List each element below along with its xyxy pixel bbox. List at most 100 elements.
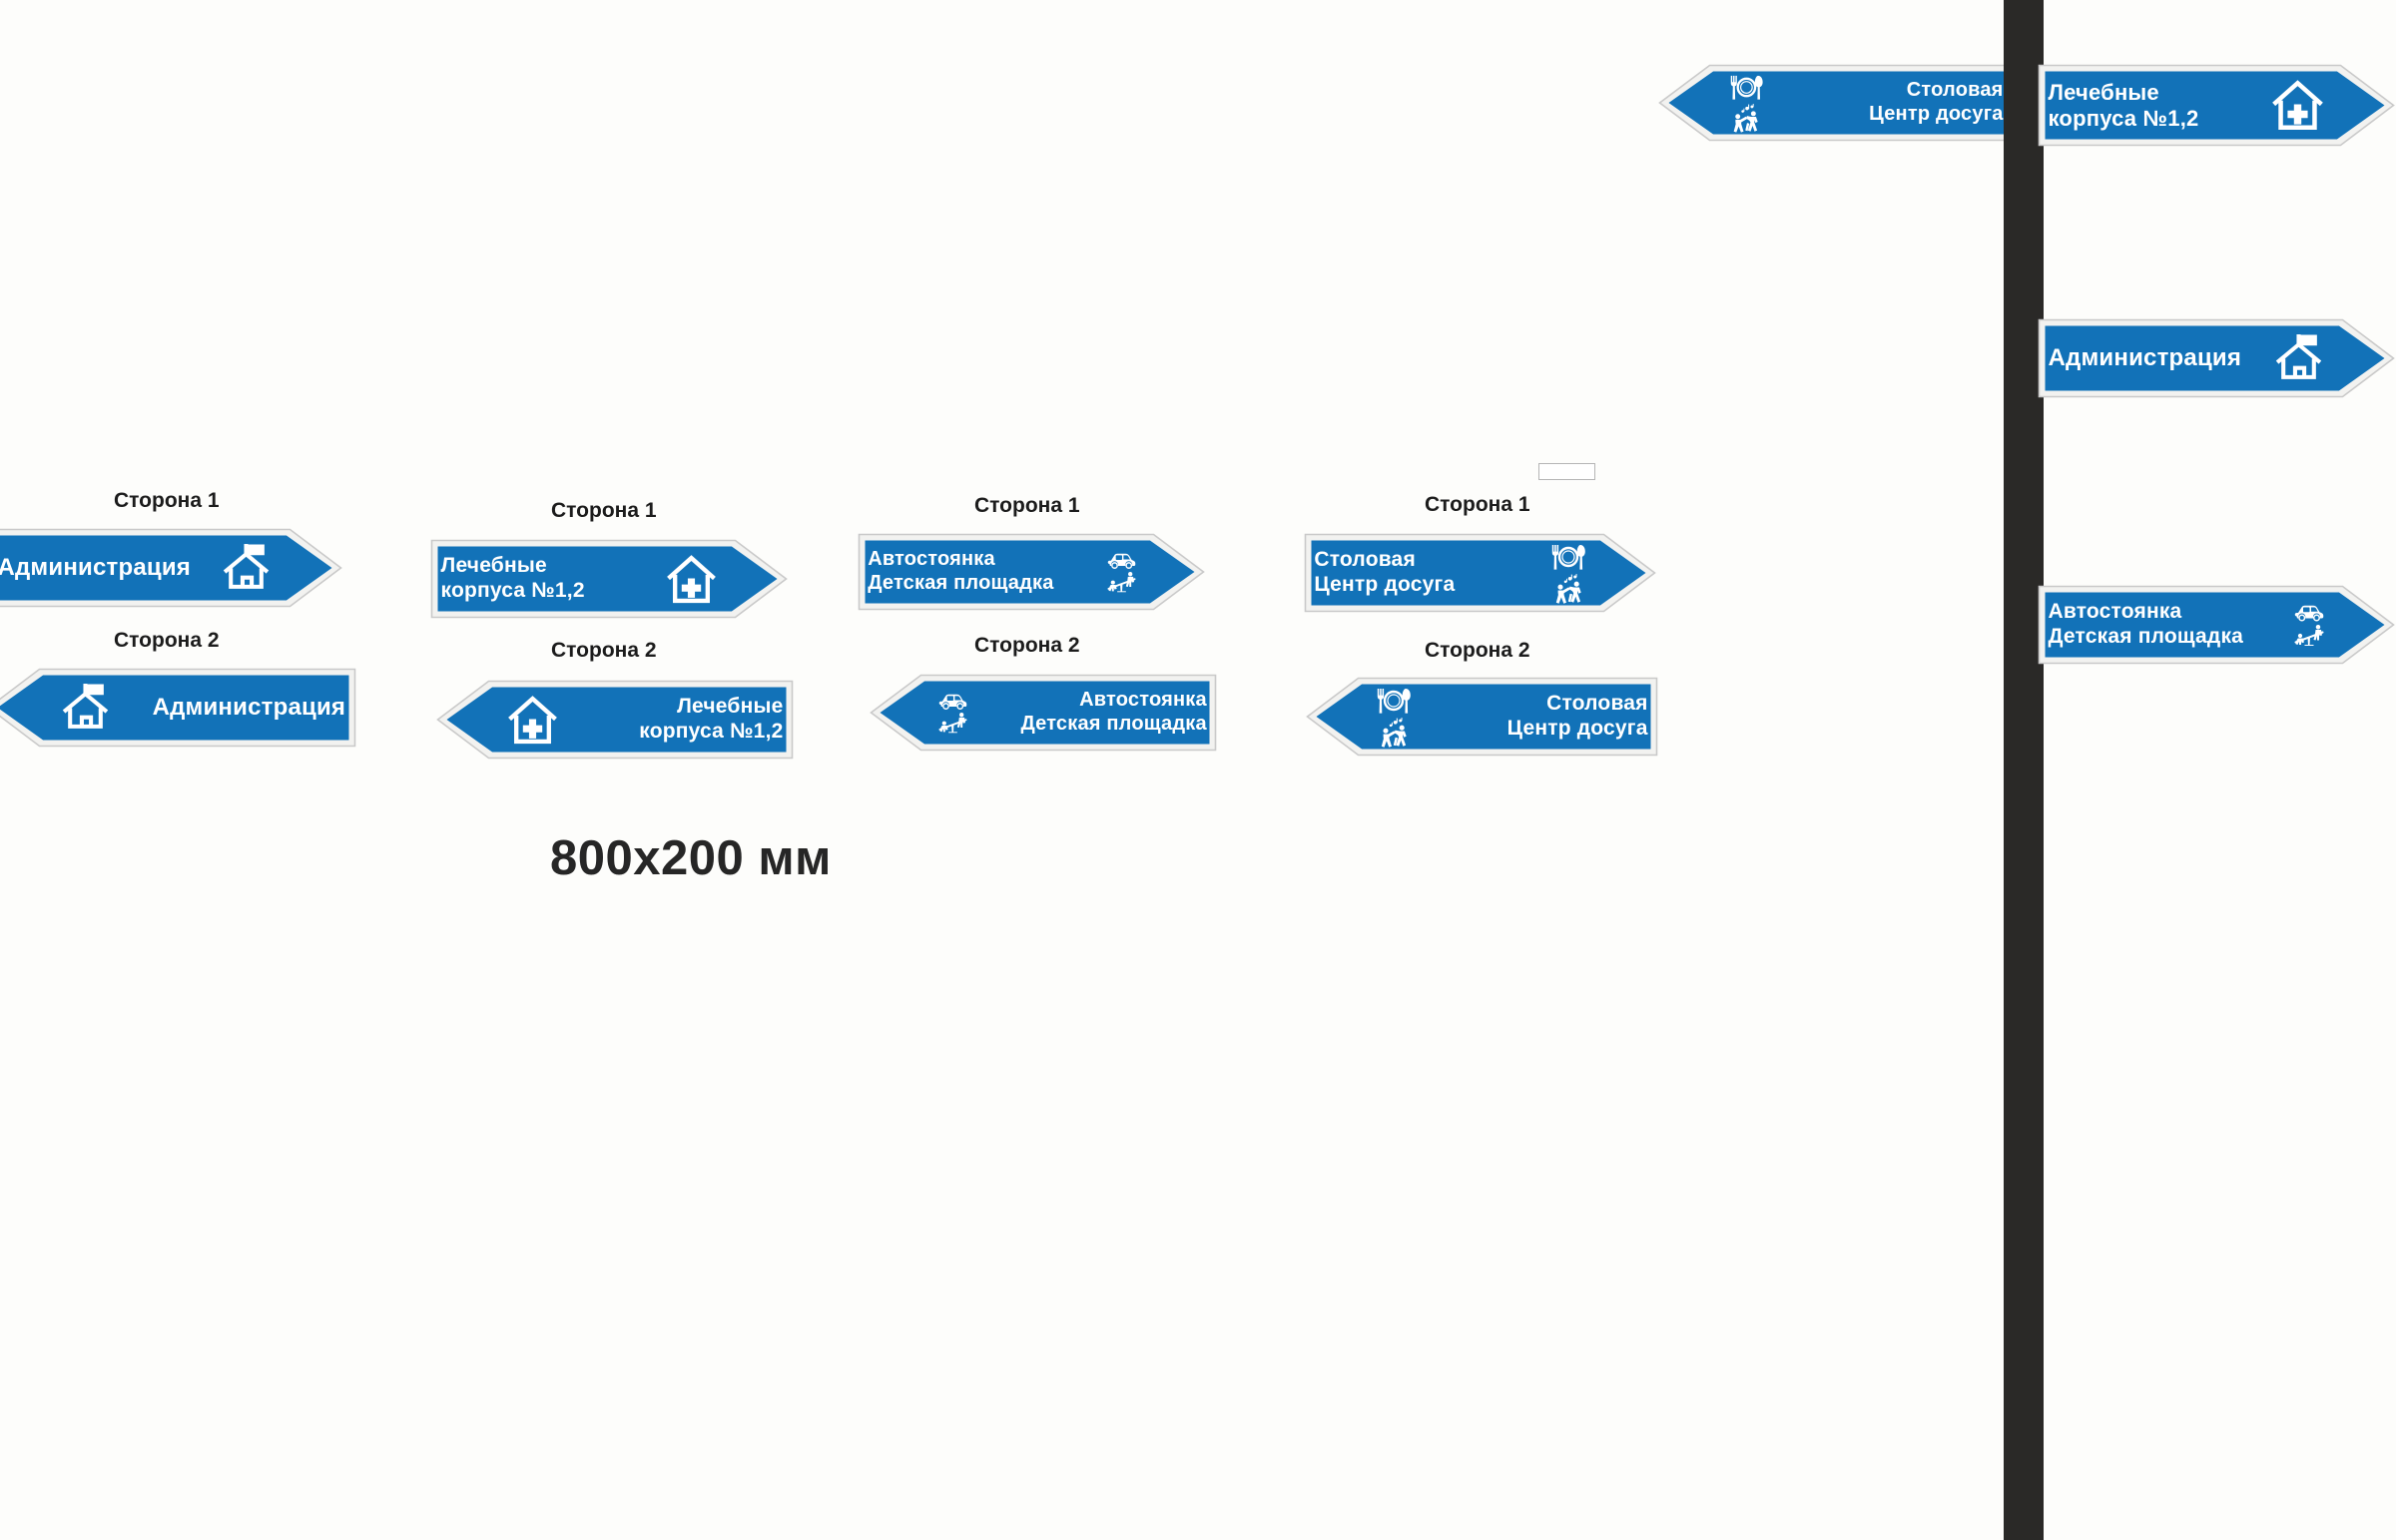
sign-text-line: корпуса №1,2 bbox=[440, 579, 585, 602]
hospital-house-cross-icon bbox=[666, 554, 717, 605]
sign-text-line: Детская площадка bbox=[868, 572, 1054, 594]
sign-text-line: Столовая bbox=[1546, 692, 1648, 716]
sign-text-line: Лечебные bbox=[2048, 79, 2159, 105]
sign-icon-group bbox=[1729, 73, 1764, 133]
playground-seesaw-icon bbox=[938, 712, 967, 734]
sign-text-line: Лечебные bbox=[677, 695, 784, 719]
sign-icon-group bbox=[2294, 604, 2324, 646]
caption-group3-side2: Сторона 2 bbox=[974, 634, 1080, 657]
sign-icon-group bbox=[2271, 79, 2324, 132]
car-icon bbox=[938, 693, 967, 711]
plate-fork-spoon-icon bbox=[1550, 542, 1586, 572]
sign-text-line: Автостоянка bbox=[868, 548, 995, 571]
caption-group2-side1: Сторона 1 bbox=[551, 499, 657, 522]
dancing-people-music-icon bbox=[1729, 104, 1762, 133]
sign-icon-group bbox=[60, 683, 111, 734]
sign-text-line: корпуса №1,2 bbox=[2048, 105, 2199, 131]
sign-arrow-shape bbox=[2037, 584, 2396, 666]
sign-text-line: Администрация bbox=[152, 693, 346, 721]
sign-icon-group bbox=[1550, 542, 1586, 604]
sign-text-block: Администрация bbox=[125, 694, 345, 722]
sign-icon-group bbox=[2273, 333, 2324, 384]
size-label: 800x200 мм bbox=[550, 831, 832, 885]
sign-text-block: Администрация bbox=[2049, 344, 2259, 372]
empty-placeholder-box bbox=[1538, 463, 1595, 480]
car-icon bbox=[1107, 552, 1136, 570]
caption-group4-side1: Сторона 1 bbox=[1425, 493, 1530, 516]
house-with-flag-icon bbox=[221, 543, 272, 594]
sign-text-line: Центр досуга bbox=[1314, 573, 1456, 596]
sign-content: Администрация bbox=[2037, 317, 2396, 399]
plate-fork-spoon-icon bbox=[1376, 686, 1412, 716]
hospital-house-cross-icon bbox=[2271, 79, 2324, 132]
sign-arrow-shape bbox=[869, 673, 1218, 753]
sign-icon-group bbox=[1107, 552, 1136, 593]
sign-text-line: Автостоянка bbox=[1079, 689, 1207, 712]
caption-group4-side2: Сторона 2 bbox=[1425, 639, 1530, 662]
sign-text-line: Центр досуга bbox=[1869, 103, 2004, 125]
sign-post bbox=[2004, 0, 2044, 1540]
sign-text-line: Лечебные bbox=[440, 554, 547, 578]
sign-icon-group bbox=[221, 543, 272, 594]
sign-text-line: Администрация bbox=[0, 553, 191, 581]
house-with-flag-icon bbox=[2273, 333, 2324, 384]
caption-group2-side2: Сторона 2 bbox=[551, 639, 657, 662]
sign-text-line: Центр досуга bbox=[1506, 717, 1648, 740]
sign-text-line: Автостоянка bbox=[2048, 600, 2182, 624]
playground-seesaw-icon bbox=[1107, 571, 1136, 593]
sign-content: Администрация bbox=[0, 527, 343, 609]
plate-fork-spoon-icon bbox=[1729, 73, 1764, 102]
dancing-people-music-icon bbox=[1377, 718, 1412, 748]
hospital-house-cross-icon bbox=[507, 695, 558, 746]
playground-seesaw-icon bbox=[2294, 624, 2324, 646]
post-sign-administration[interactable]: Администрация bbox=[2037, 317, 2396, 399]
sign-content: Администрация bbox=[0, 667, 357, 749]
caption-group1-side2: Сторона 2 bbox=[114, 629, 220, 652]
car-icon bbox=[2294, 604, 2324, 623]
sign-text-line: Администрация bbox=[2048, 343, 2242, 371]
sign-text-line: корпуса №1,2 bbox=[639, 720, 784, 743]
sign-text-line: Детская площадка bbox=[2048, 625, 2244, 648]
sign-text-block: Администрация bbox=[0, 554, 207, 582]
caption-group3-side1: Сторона 1 bbox=[974, 494, 1080, 517]
sign-administration-side2[interactable]: Администрация bbox=[0, 667, 357, 749]
sign-administration-side1[interactable]: Администрация bbox=[0, 527, 343, 609]
dancing-people-music-icon bbox=[1551, 574, 1586, 604]
sign-icon-group bbox=[938, 693, 967, 734]
sign-icon-group bbox=[1376, 686, 1412, 748]
house-with-flag-icon bbox=[60, 683, 111, 734]
sign-text-line: Столовая bbox=[1314, 548, 1416, 572]
sign-text-line: Столовая bbox=[1906, 79, 2004, 102]
sign-text-line: Детская площадка bbox=[1020, 713, 1207, 735]
sign-icon-group bbox=[507, 695, 558, 746]
sign-icon-group bbox=[666, 554, 717, 605]
